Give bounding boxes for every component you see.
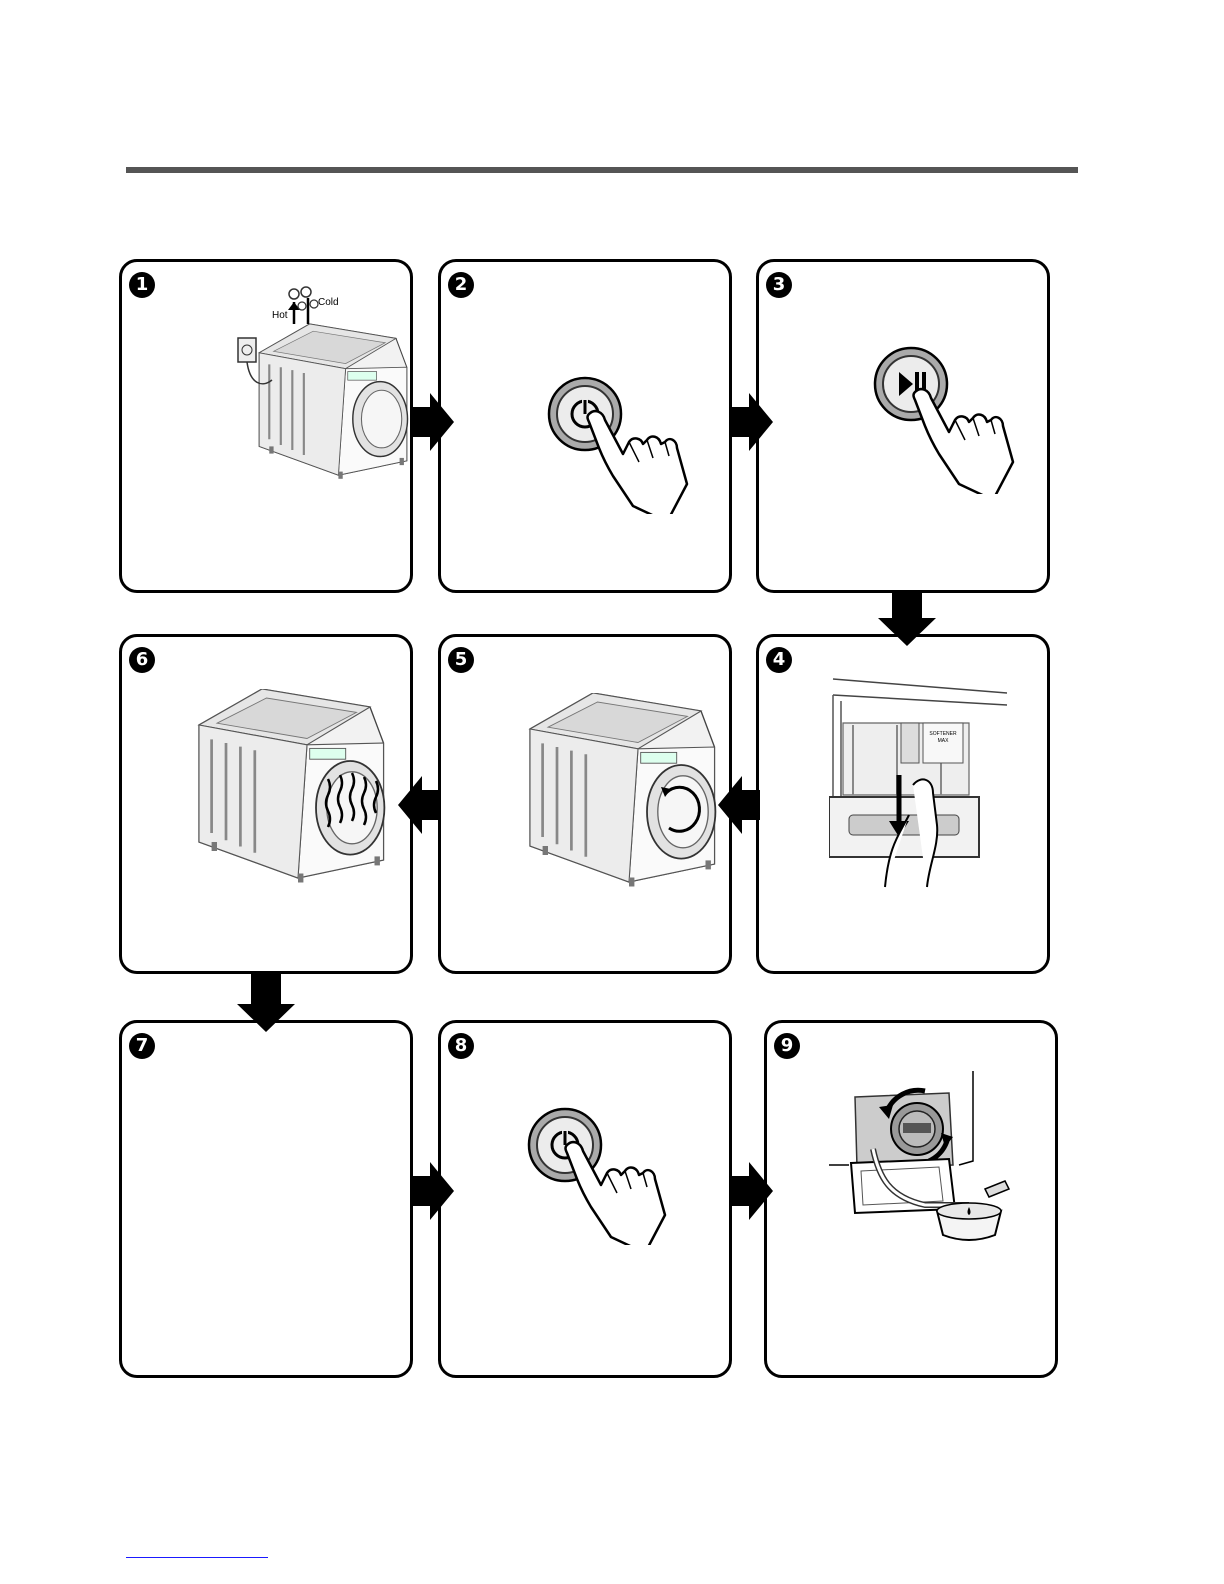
arrow-left-4-5: [714, 776, 764, 834]
step-panel-4: 4 SOFTENER MAX: [756, 634, 1050, 974]
start-pause-button-press-icon: [871, 344, 1021, 494]
step-panel-3: 3: [756, 259, 1050, 593]
step-panel-8: 8: [438, 1020, 732, 1378]
drawer-max-text: MAX: [938, 738, 950, 744]
arrow-right-2-3: [727, 393, 777, 451]
washer-dry-icon: [190, 689, 390, 889]
step-number-badge: 9: [774, 1033, 800, 1059]
step-number-badge: 8: [448, 1033, 474, 1059]
step-number-badge: 5: [448, 647, 474, 673]
detergent-drawer-icon: SOFTENER MAX: [829, 675, 1009, 890]
step-number-badge: 6: [129, 647, 155, 673]
arrow-down-6-7: [237, 972, 295, 1032]
cold-label: Cold: [318, 297, 339, 308]
power-button-press-icon: [525, 1105, 675, 1245]
arrow-right-1-2: [408, 393, 458, 451]
footer-link-underline: [126, 1557, 268, 1558]
step-number-badge: 2: [448, 272, 474, 298]
arrow-right-8-9: [727, 1162, 777, 1220]
drain-filter-icon: [829, 1067, 1029, 1257]
hot-label: Hot: [272, 310, 288, 321]
header-rule: [126, 167, 1078, 173]
arrow-right-7-8: [408, 1162, 458, 1220]
step-number-badge: 7: [129, 1033, 155, 1059]
step-panel-2: 2: [438, 259, 732, 593]
step-panel-5: 5: [438, 634, 732, 974]
arrow-left-5-6: [394, 776, 444, 834]
step-panel-7: 7: [119, 1020, 413, 1378]
washer-spin-icon: [521, 693, 721, 893]
power-button-press-icon: [545, 374, 695, 514]
step-number-badge: 3: [766, 272, 792, 298]
arrow-down-3-4: [878, 592, 936, 646]
step-panel-6: 6: [119, 634, 413, 974]
step-number-badge: 1: [129, 272, 155, 298]
drawer-softener-text: SOFTENER: [929, 731, 957, 737]
step-panel-9: 9: [764, 1020, 1058, 1378]
step-panel-1: 1 Hot Cold: [119, 259, 413, 593]
step-number-badge: 4: [766, 647, 792, 673]
washer-connection-icon: [222, 284, 412, 509]
